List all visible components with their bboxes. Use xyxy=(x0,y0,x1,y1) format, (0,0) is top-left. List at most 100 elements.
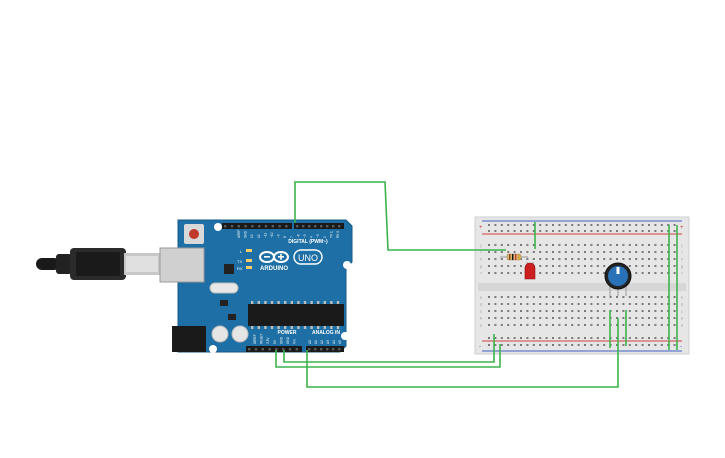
breadboard-hole[interactable] xyxy=(616,244,618,246)
breadboard-hole[interactable] xyxy=(648,224,650,226)
breadboard-hole[interactable] xyxy=(584,337,586,339)
breadboard-hole[interactable] xyxy=(500,230,503,232)
breadboard-hole[interactable] xyxy=(577,337,580,339)
breadboard-hole[interactable] xyxy=(673,303,676,305)
breadboard-hole[interactable] xyxy=(628,303,631,305)
breadboard-hole[interactable] xyxy=(507,324,510,326)
breadboard-hole[interactable] xyxy=(635,265,638,267)
breadboard-hole[interactable] xyxy=(539,303,542,305)
breadboard-hole[interactable] xyxy=(609,303,612,305)
breadboard-hole[interactable] xyxy=(622,230,625,232)
breadboard-hole[interactable] xyxy=(628,265,631,267)
breadboard-hole[interactable] xyxy=(590,272,593,274)
breadboard-hole[interactable] xyxy=(539,251,542,253)
breadboard-hole[interactable] xyxy=(635,310,638,312)
breadboard-hole[interactable] xyxy=(494,344,497,346)
breadboard-hole[interactable] xyxy=(635,296,638,298)
breadboard-hole[interactable] xyxy=(590,317,593,319)
header-pin[interactable] xyxy=(261,348,264,351)
breadboard-hole[interactable] xyxy=(488,244,490,246)
breadboard-hole[interactable] xyxy=(628,258,631,260)
breadboard-hole[interactable] xyxy=(507,244,510,246)
breadboard-hole[interactable] xyxy=(507,265,510,267)
breadboard-hole[interactable] xyxy=(603,337,606,339)
header-pin[interactable] xyxy=(326,348,329,351)
breadboard-hole[interactable] xyxy=(494,303,497,305)
breadboard-hole[interactable] xyxy=(641,310,644,312)
breadboard-hole[interactable] xyxy=(532,303,535,305)
breadboard-hole[interactable] xyxy=(571,230,574,232)
breadboard-hole[interactable] xyxy=(603,317,606,319)
breadboard-hole[interactable] xyxy=(654,224,657,226)
breadboard-hole[interactable] xyxy=(641,344,644,346)
breadboard-hole[interactable] xyxy=(571,317,574,319)
breadboard-hole[interactable] xyxy=(609,224,612,226)
breadboard-hole[interactable] xyxy=(488,310,490,312)
header-pin[interactable] xyxy=(332,225,335,228)
breadboard-hole[interactable] xyxy=(558,324,561,326)
breadboard-hole[interactable] xyxy=(552,337,554,339)
breadboard-hole[interactable] xyxy=(513,224,516,226)
breadboard-hole[interactable] xyxy=(660,272,663,274)
breadboard-hole[interactable] xyxy=(641,244,644,246)
breadboard-hole[interactable] xyxy=(673,244,676,246)
breadboard-hole[interactable] xyxy=(558,265,561,267)
header-pin[interactable] xyxy=(314,225,317,228)
breadboard-hole[interactable] xyxy=(641,296,644,298)
breadboard-hole[interactable] xyxy=(500,296,503,298)
breadboard-hole[interactable] xyxy=(603,258,606,260)
breadboard-hole[interactable] xyxy=(577,324,580,326)
breadboard-hole[interactable] xyxy=(660,265,663,267)
breadboard-hole[interactable] xyxy=(571,258,574,260)
breadboard-hole[interactable] xyxy=(609,230,612,232)
breadboard-hole[interactable] xyxy=(564,244,567,246)
header-pin[interactable] xyxy=(326,225,329,228)
breadboard-hole[interactable] xyxy=(526,324,529,326)
breadboard-hole[interactable] xyxy=(564,310,567,312)
breadboard-hole[interactable] xyxy=(520,317,522,319)
breadboard-hole[interactable] xyxy=(494,296,497,298)
breadboard-hole[interactable] xyxy=(488,337,490,339)
breadboard-hole[interactable] xyxy=(648,251,650,253)
breadboard-hole[interactable] xyxy=(616,303,618,305)
header-pin[interactable] xyxy=(230,225,234,228)
breadboard-hole[interactable] xyxy=(571,296,574,298)
breadboard-hole[interactable] xyxy=(552,310,554,312)
breadboard-hole[interactable] xyxy=(603,230,606,232)
usb-cable-icon[interactable] xyxy=(36,248,160,280)
breadboard-hole[interactable] xyxy=(596,265,599,267)
breadboard-hole[interactable] xyxy=(571,344,574,346)
breadboard-hole[interactable] xyxy=(532,251,535,253)
breadboard-hole[interactable] xyxy=(526,244,529,246)
header-pin[interactable] xyxy=(285,225,288,228)
breadboard-hole[interactable] xyxy=(500,244,503,246)
breadboard-hole[interactable] xyxy=(584,224,586,226)
breadboard-hole[interactable] xyxy=(635,244,638,246)
breadboard-hole[interactable] xyxy=(520,224,522,226)
breadboard-hole[interactable] xyxy=(520,324,522,326)
breadboard-hole[interactable] xyxy=(539,244,542,246)
breadboard-hole[interactable] xyxy=(648,317,650,319)
breadboard-hole[interactable] xyxy=(494,310,497,312)
breadboard-hole[interactable] xyxy=(641,258,644,260)
breadboard-hole[interactable] xyxy=(603,303,606,305)
breadboard-hole[interactable] xyxy=(571,324,574,326)
breadboard-hole[interactable] xyxy=(577,244,580,246)
breadboard-hole[interactable] xyxy=(564,230,567,232)
breadboard-hole[interactable] xyxy=(539,224,542,226)
breadboard-hole[interactable] xyxy=(654,337,657,339)
breadboard-hole[interactable] xyxy=(577,317,580,319)
breadboard-hole[interactable] xyxy=(660,310,663,312)
breadboard-hole[interactable] xyxy=(513,244,516,246)
breadboard-hole[interactable] xyxy=(545,317,548,319)
breadboard-hole[interactable] xyxy=(552,224,554,226)
breadboard-hole[interactable] xyxy=(648,272,650,274)
breadboard-hole[interactable] xyxy=(590,224,593,226)
breadboard-hole[interactable] xyxy=(577,344,580,346)
breadboard-hole[interactable] xyxy=(558,344,561,346)
breadboard-hole[interactable] xyxy=(507,296,510,298)
breadboard-hole[interactable] xyxy=(539,337,542,339)
breadboard-hole[interactable] xyxy=(526,258,529,260)
